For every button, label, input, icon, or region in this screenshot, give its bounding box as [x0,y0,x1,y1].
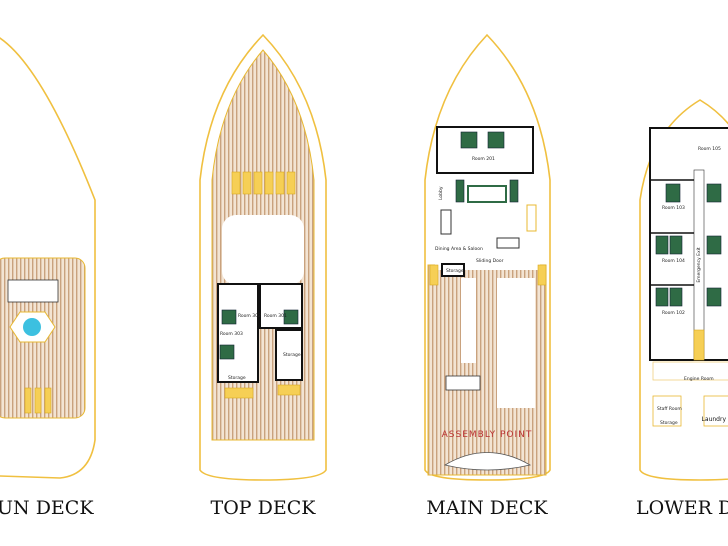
sliding-door-label: Sliding Door [476,258,504,264]
main-deck-title: MAIN DECK [426,497,548,519]
lower-deck-title: LOWER DECK [636,497,728,519]
sun-deck [0,37,96,479]
storage-label-2: Storage [228,375,246,381]
assembly-point-label: ASSEMBLY POINT [442,430,533,440]
tender-boat [443,452,532,471]
room-103-label: Room 103 [662,205,685,211]
room-104-label: Room 104 [662,258,685,264]
emergency-exit-label: Emergency Exit [696,247,702,283]
top-deck: Room 302 Room 301 Room 303 Storage Stora… [199,33,327,519]
storage-label-lower: Storage [660,420,678,426]
sofa [7,279,59,303]
room-301-label: Room 301 [264,313,287,319]
room-105-label: Room 105 [698,146,721,152]
room-102-label: Room 102 [662,310,685,316]
lower-deck: Room 105 Room 103 Room 104 Room 102 Emer… [636,99,728,519]
main-deck: Room 201 Lobby Dining Area & Saloon Stor… [424,33,551,519]
sunbeds [231,171,296,195]
room-303-label: Room 303 [220,331,243,337]
dining-label: Dining Area & Saloon [435,246,483,252]
open-area [222,215,304,285]
room-302-label: Room 302 [238,313,261,319]
storage-label: Storage [283,352,301,358]
engine-room-label: Engine Room [684,376,714,382]
sun-deck-title: SUN DECK [0,497,94,519]
top-deck-title: TOP DECK [211,497,317,519]
laundry-label: Laundry [702,416,727,423]
storage-label-main: Storage [446,268,464,274]
pool-icon [23,318,41,336]
lobby-label: Lobby [438,186,444,200]
room-201-label: Room 201 [472,156,495,162]
staff-room-label: Staff Room [657,406,682,412]
